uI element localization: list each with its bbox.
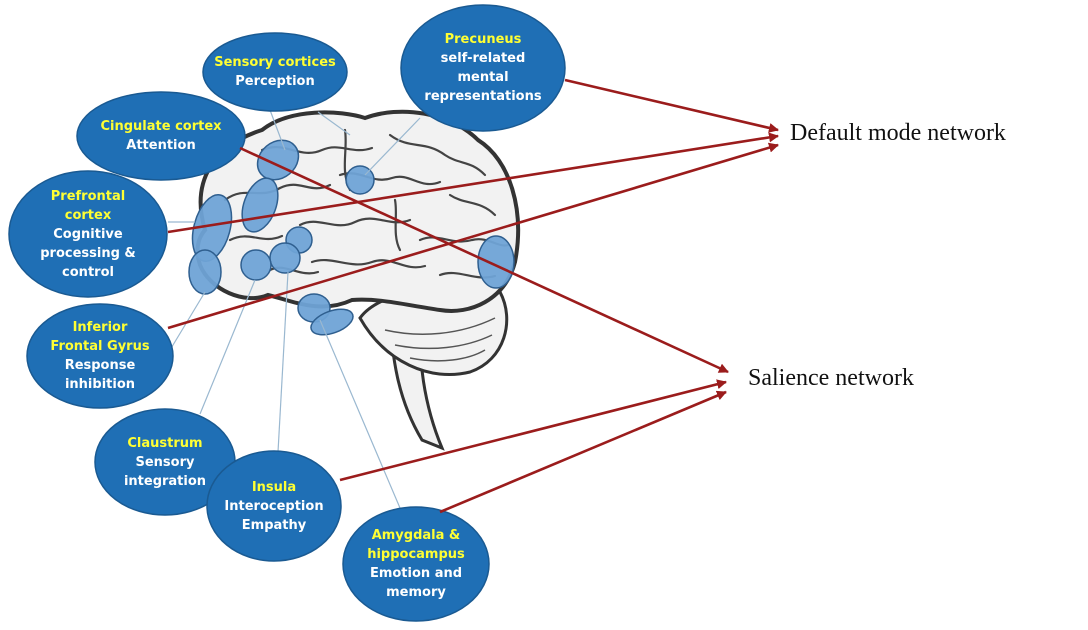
region-bubbles xyxy=(8,4,566,622)
bubble-function: self-related mental representations xyxy=(424,51,542,104)
bubble-title: Inferior Frontal Gyrus xyxy=(50,320,150,354)
leader-line-sensory xyxy=(317,111,351,136)
region-claustrum xyxy=(240,249,272,281)
bubble-function: Interoception Empathy xyxy=(224,498,324,533)
bubble-function: Perception xyxy=(235,74,315,89)
arrow-cingulate-to-salience xyxy=(239,146,729,374)
bubble-function: Emotion and memory xyxy=(369,566,463,600)
bubble-cingulate-cortex: Cingulate cortex Attention xyxy=(76,92,246,180)
network-arrows xyxy=(167,78,779,514)
region-insula-b xyxy=(269,242,301,274)
bubble-function: Cognitive processing & control xyxy=(40,226,136,280)
bubble-title: Cingulate cortex xyxy=(100,119,222,134)
bubble-shape-ifg xyxy=(26,303,174,409)
bubble-title: Insula xyxy=(251,479,297,495)
bubble-amygdala-hippocampus: Amygdala & hippocampus Emotion and memor… xyxy=(342,506,490,622)
bubble-shape-precuneus xyxy=(400,4,566,132)
bubble-function: Sensory integration xyxy=(123,454,207,489)
leader-line-precuneus xyxy=(364,117,421,176)
bubble-prefrontal-cortex: Prefrontal cortex Cognitive processing &… xyxy=(8,170,168,298)
bubble-title: Precuneus xyxy=(444,32,522,47)
default-mode-network-label: Default mode network xyxy=(790,120,1006,146)
arrow-insula-to-salience xyxy=(339,379,727,482)
bubble-title: Sensory cortices xyxy=(214,55,336,70)
bubble-title: Amygdala & hippocampus xyxy=(367,528,465,562)
arrow-prefrontal-to-default_mode xyxy=(167,132,779,234)
leader-line-amygdala xyxy=(319,319,401,509)
brain-illustration xyxy=(188,109,520,451)
bubble-shape-sensory xyxy=(202,32,348,112)
bubble-function: Attention xyxy=(126,138,196,153)
bubble-inferior-frontal-gyrus: Inferior Frontal Gyrus Response inhibiti… xyxy=(26,303,174,409)
bubble-shape-insula xyxy=(206,450,342,562)
arrow-precuneus-to-default_mode xyxy=(564,78,779,133)
bubble-shape-cingulate xyxy=(76,91,246,181)
bubble-function: Response inhibition xyxy=(64,358,136,392)
region-occipital xyxy=(477,235,515,289)
cerebellum-folds xyxy=(384,317,496,362)
salience-network-label: Salience network xyxy=(748,365,914,391)
bubble-insula: Insula Interoception Empathy xyxy=(206,450,342,562)
leader-line-claustrum xyxy=(199,279,256,415)
leader-line-sensory xyxy=(269,109,286,151)
bubble-title: Prefrontal cortex xyxy=(50,188,126,223)
bubble-sensory-cortices: Sensory cortices Perception xyxy=(201,32,349,112)
bubble-claustrum: Claustrum Sensory integration xyxy=(94,408,236,516)
leader-line-insula xyxy=(277,271,289,453)
region-hippocampus xyxy=(310,308,354,336)
arrow-amygdala-to-salience xyxy=(439,390,727,514)
bubble-shape-prefrontal xyxy=(8,170,168,298)
bubble-shape-amygdala xyxy=(342,506,490,622)
region-inferior-frontal xyxy=(188,249,222,295)
bubble-title: Claustrum xyxy=(127,435,203,451)
bubble-precuneus: Precuneus self-related mental representa… xyxy=(400,4,566,132)
arrow-ifg-to-default_mode xyxy=(167,142,779,330)
highlighted-regions xyxy=(188,139,515,336)
